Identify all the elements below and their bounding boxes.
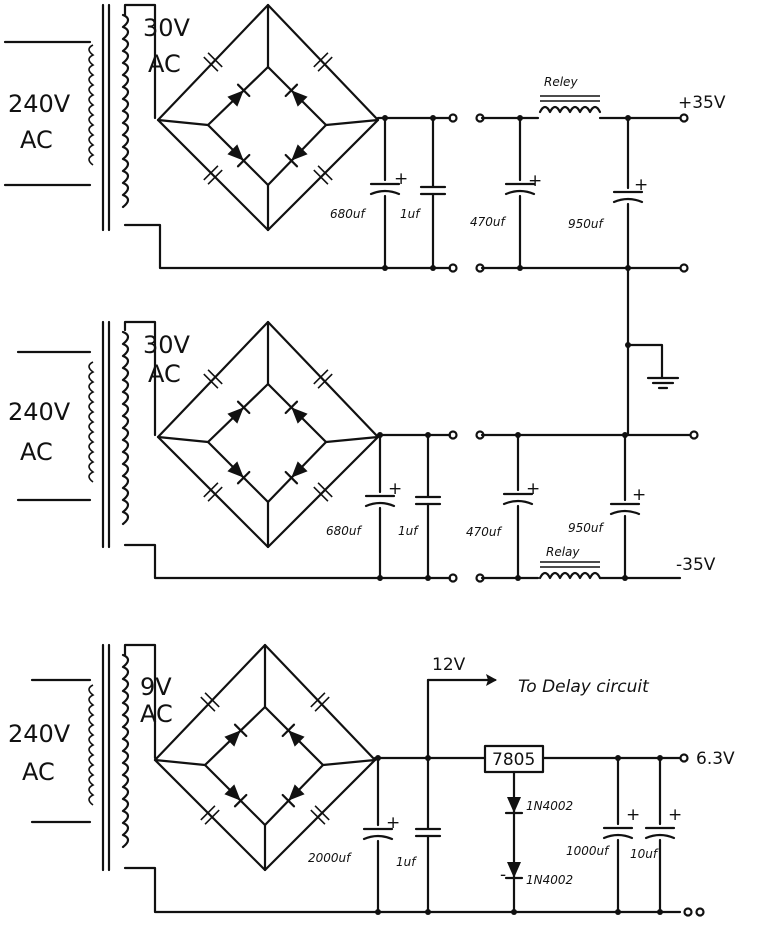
cap-label: 1uf (400, 207, 421, 221)
junctions (375, 115, 663, 915)
plus-mark: + (394, 169, 408, 189)
cap-label: 950uf (568, 521, 605, 535)
relay-label: Reley (544, 75, 578, 89)
plus-mark: + (386, 813, 400, 833)
mains-type-label: AC (22, 758, 55, 786)
ground-bus (625, 266, 680, 437)
output-label: +35V (678, 93, 726, 113)
plus-mark: + (632, 485, 646, 505)
mains-type-label: AC (20, 126, 53, 154)
cap-label: 1uf (396, 855, 417, 869)
diode-label: 1N4002 (526, 799, 573, 813)
mains-voltage-label: 240V (8, 398, 71, 426)
mains-voltage-label: 240V (8, 90, 71, 118)
mains-type-label: AC (20, 438, 53, 466)
plus-mark: + (528, 171, 542, 191)
plus-mark: + (626, 805, 640, 825)
cap-label: 1000uf (566, 844, 610, 858)
plus-mark: + (388, 479, 402, 499)
output-label: -35V (676, 555, 716, 575)
secondary-voltage-label: 9V (140, 673, 172, 701)
cap-label: 470uf (470, 215, 507, 229)
tap-voltage-label: 12V (432, 655, 466, 675)
cap-label: 2000uf (308, 851, 352, 865)
section-1-supply: + + + (3, 3, 689, 273)
plus-mark: + (668, 805, 682, 825)
secondary-type-label: AC (148, 360, 181, 388)
mains-voltage-label: 240V (8, 720, 71, 748)
relay-label: Relay (546, 545, 580, 559)
secondary-type-label: AC (140, 700, 173, 728)
section-3-supply: + + + - (30, 643, 705, 917)
plus-mark: + (526, 479, 540, 499)
cap-label: 10uf (630, 847, 659, 861)
cap-label: 680uf (326, 524, 363, 538)
secondary-type-label: AC (148, 50, 181, 78)
plus-mark: + (634, 175, 648, 195)
diode-label: 1N4002 (526, 873, 573, 887)
output-label: 6.3V (696, 749, 735, 769)
secondary-voltage-label: 30V (143, 14, 191, 42)
cap-label: 680uf (330, 207, 367, 221)
section-2-supply: + + + (16, 320, 699, 583)
secondary-voltage-label: 30V (143, 331, 191, 359)
cap-label: 950uf (568, 217, 605, 231)
tap-destination-label: To Delay circuit (518, 677, 650, 697)
cap-label: 470uf (466, 525, 503, 539)
cap-label: 1uf (398, 524, 419, 538)
minus-mark: - (500, 865, 506, 885)
regulator-label: 7805 (492, 750, 535, 770)
